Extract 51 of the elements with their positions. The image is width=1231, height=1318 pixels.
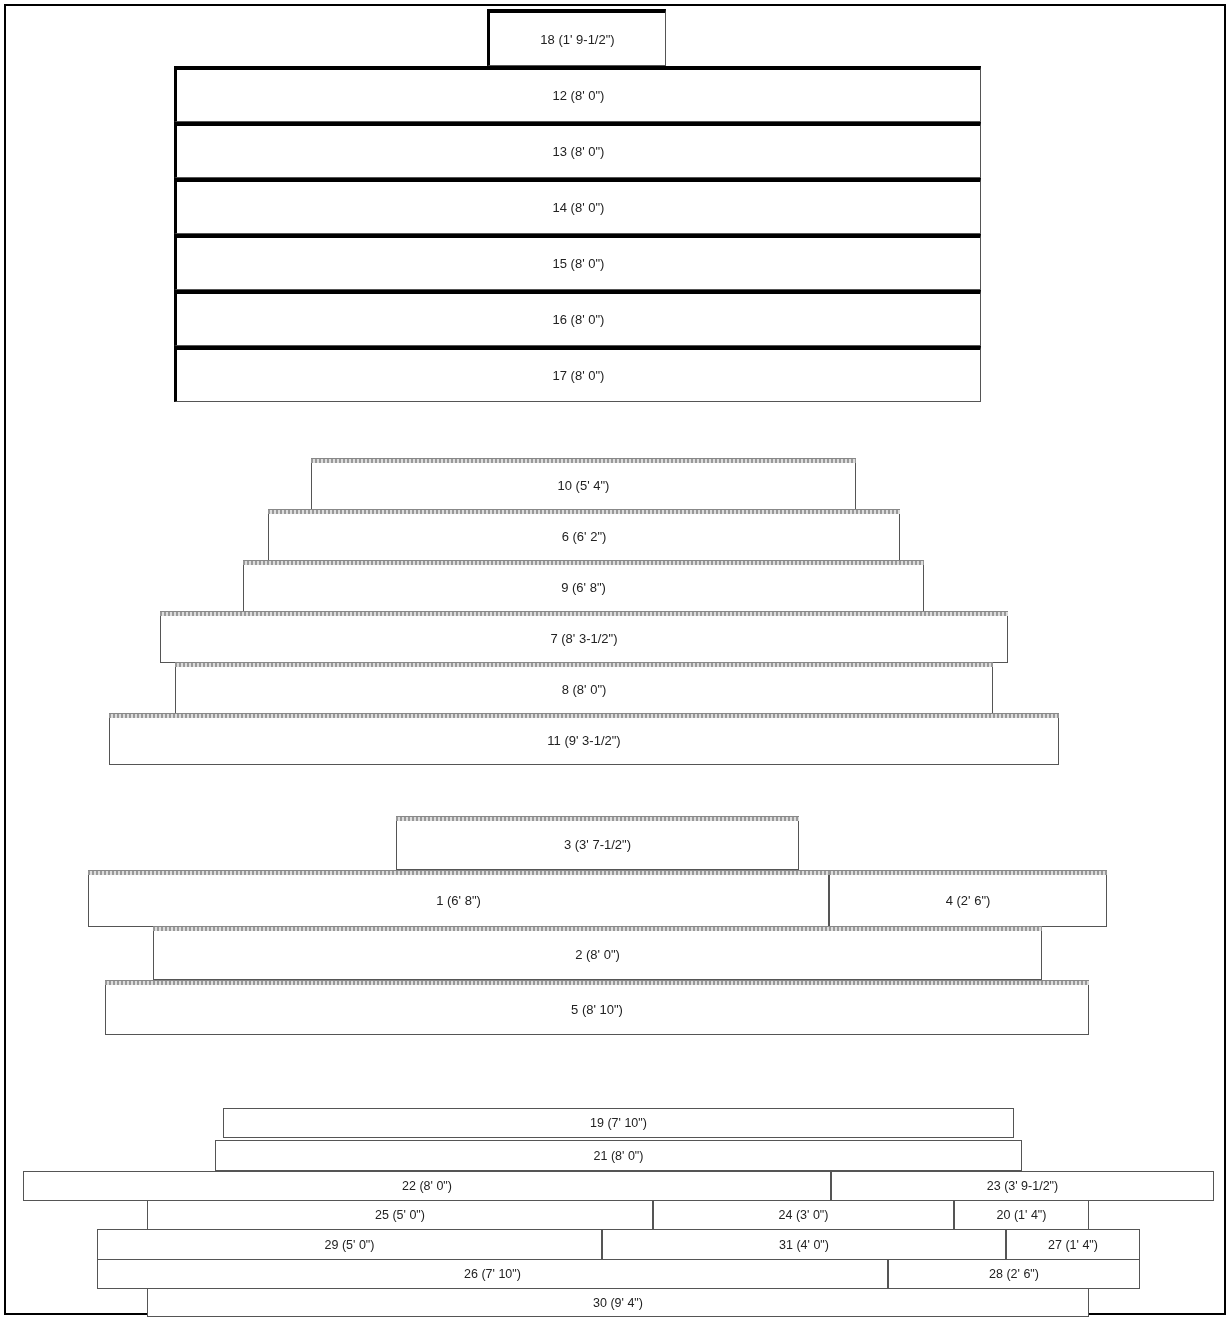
piece-label: 1 (6' 8") xyxy=(436,892,481,908)
board-piece xyxy=(653,1200,954,1230)
board-piece xyxy=(174,122,981,178)
piece-label: 18 (1' 9-1/2") xyxy=(540,31,615,47)
piece-label: 13 (8' 0") xyxy=(552,144,605,159)
piece-label: 6 (6' 2") xyxy=(561,529,607,544)
board-piece xyxy=(97,1259,888,1289)
piece-label: 22 (8' 0") xyxy=(402,1179,452,1193)
board-piece xyxy=(1006,1229,1140,1260)
board-piece xyxy=(215,1140,1022,1171)
board-piece xyxy=(888,1259,1140,1289)
piece-label: 23 (3' 9-1/2") xyxy=(986,1179,1059,1193)
piece-label: 2 (8' 0") xyxy=(575,947,620,962)
board-piece xyxy=(954,1200,1089,1230)
piece-label: 9 (6' 8") xyxy=(561,580,606,595)
piece-label: 15 (8' 0") xyxy=(552,256,605,271)
piece-label: 19 (7' 10") xyxy=(590,1116,647,1130)
board-piece xyxy=(174,290,981,346)
piece-label: 3 (3' 7-1/2") xyxy=(563,837,632,852)
piece-label: 27 (1' 4") xyxy=(1048,1237,1098,1252)
piece-label: 31 (4' 0") xyxy=(779,1237,829,1252)
piece-label: 24 (3' 0") xyxy=(778,1208,829,1222)
piece-label: 26 (7' 10") xyxy=(464,1267,521,1281)
piece-label: 4 (2' 6") xyxy=(945,892,991,908)
piece-label: 21 (8' 0") xyxy=(593,1148,644,1163)
piece-label: 11 (9' 3-1/2") xyxy=(547,733,621,748)
board-piece xyxy=(174,66,981,122)
board-piece xyxy=(23,1171,831,1201)
piece-label: 5 (8' 10") xyxy=(571,1001,623,1017)
piece-label: 28 (2' 6") xyxy=(989,1267,1039,1281)
piece-label: 7 (8' 3-1/2") xyxy=(550,631,618,646)
piece-label: 30 (9' 4") xyxy=(593,1295,643,1310)
board-piece xyxy=(602,1229,1006,1260)
board-piece xyxy=(174,178,981,234)
piece-label: 29 (5' 0") xyxy=(324,1237,375,1252)
board-piece xyxy=(97,1229,602,1260)
board-piece xyxy=(174,234,981,290)
piece-label: 16 (8' 0") xyxy=(552,312,605,327)
piece-label: 12 (8' 0") xyxy=(552,88,605,103)
piece-label: 10 (5' 4") xyxy=(557,478,610,493)
piece-label: 8 (8' 0") xyxy=(561,682,607,697)
board-piece xyxy=(147,1200,653,1230)
board-piece xyxy=(487,9,666,66)
piece-label: 14 (8' 0") xyxy=(552,200,605,215)
board-piece xyxy=(147,1288,1089,1317)
piece-label: 17 (8' 0") xyxy=(552,368,605,383)
board-piece xyxy=(174,346,981,402)
board-piece xyxy=(831,1171,1214,1201)
piece-label: 20 (1' 4") xyxy=(996,1208,1047,1222)
piece-label: 25 (5' 0") xyxy=(375,1208,425,1222)
board-piece xyxy=(223,1108,1014,1138)
